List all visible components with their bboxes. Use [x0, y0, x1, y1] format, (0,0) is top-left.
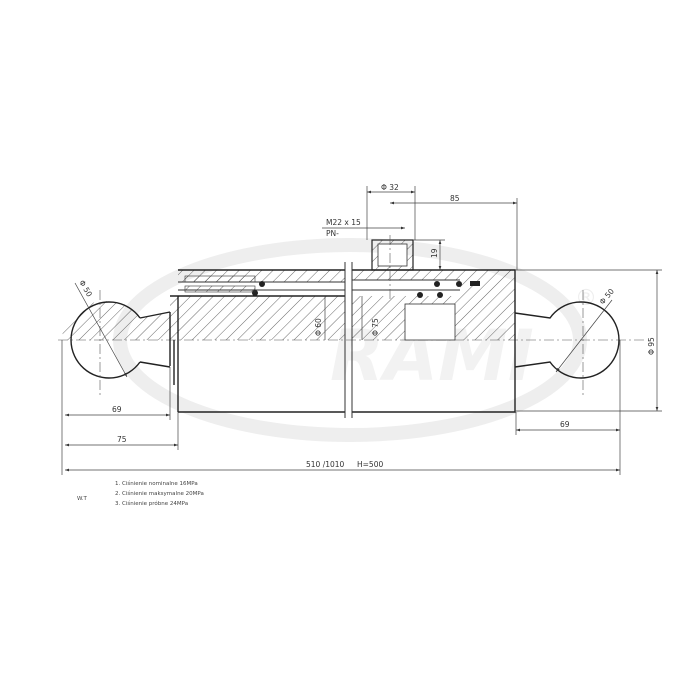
dim-port-diameter: Φ 32 [381, 183, 399, 192]
piston-rod [169, 295, 345, 412]
dim-stroke: H=500 [357, 460, 383, 469]
dim-overall-length: 510 /1010 [306, 460, 345, 469]
dim-left-ball: Φ 50 [77, 279, 94, 299]
hydraulic-port [371, 235, 414, 300]
dimension-lines [61, 186, 662, 475]
dim-port-pressure: PN- [326, 229, 339, 238]
right-ball-end [514, 290, 620, 395]
note-2: 2. Ciśnienie maksymalne 20MPa [115, 490, 204, 497]
dim-left-69: 69 [112, 405, 122, 414]
dim-port-height: 19 [430, 248, 439, 258]
dim-port-offset: 85 [450, 194, 460, 203]
dim-right-69: 69 [560, 420, 570, 429]
dim-tube-outer: Φ 95 [647, 337, 656, 355]
dim-bore: Φ 75 [371, 318, 380, 336]
left-ball-end [62, 290, 171, 395]
dim-right-ball: Φ 50 [598, 287, 617, 307]
dim-left-75: 75 [117, 435, 127, 444]
svg-text:®: ® [575, 286, 597, 311]
dim-rod: Φ 60 [314, 318, 323, 336]
dim-port-thread: M22 x 15 [326, 218, 361, 227]
note-3: 3. Ciśnienie próbne 24MPa [115, 500, 188, 507]
notes-label: W.T [77, 496, 88, 502]
note-1: 1. Ciśnienie nominalne 16MPa [115, 480, 198, 487]
cylinder-tube [178, 262, 516, 418]
